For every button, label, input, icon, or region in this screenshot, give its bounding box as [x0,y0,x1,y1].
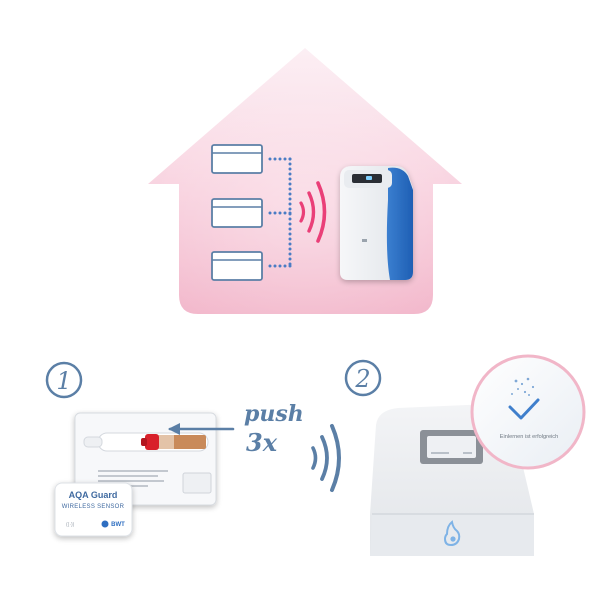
sensor-card-subtitle: WIRELESS SENSOR [62,504,125,510]
push-count-text: 3x [246,428,278,457]
step-2-number: 2 [354,365,370,393]
confirmation-text: Einlernen ist erfolgreich [500,434,558,440]
aqa-guard-sensor-card: AQA Guard WIRELESS SENSOR BWT ((·)) [54,482,133,537]
step-2-badge: 2 [344,359,382,397]
dotted-connection-lines [268,157,292,268]
push-arrow-icon [168,423,235,435]
house-shape [148,48,462,314]
house-sensor-card-2 [211,198,263,228]
svg-text:((·)): ((·)) [66,522,75,528]
house-sensor-card-1 [211,144,263,174]
red-push-button[interactable] [141,434,159,450]
sensor-card-title: AQA Guard [69,490,118,500]
push-instruction-text: push [244,401,304,427]
step-1-badge: 1 [45,361,83,399]
house-wireless-signal-icon [299,181,327,243]
check-icon [508,398,540,420]
wireless-signal-icon [311,424,341,492]
sparkle-dots [511,377,535,396]
step-1-number: 1 [56,367,71,395]
water-softener-device [340,166,413,280]
bwt-drop-logo-icon [443,520,461,547]
bwt-logo-icon [101,520,109,528]
success-zoom-callout: Einlernen ist erfolgreich [470,354,586,470]
house-sensor-card-3 [211,251,263,281]
sensor-card-brand: BWT [111,522,125,528]
